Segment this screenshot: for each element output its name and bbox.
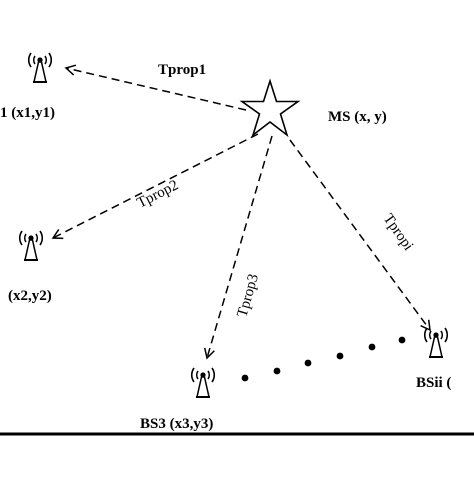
antenna-tower-icon <box>190 367 216 398</box>
antenna-tower-icon <box>27 52 53 83</box>
tpropi-arrow <box>289 139 431 332</box>
bs3-label: BS3 (x3,y3) <box>140 416 213 432</box>
tprop3-label: Tprop3 <box>234 272 262 319</box>
ellipsis-dots <box>241 336 406 382</box>
tprop1-arrow <box>64 64 247 111</box>
antenna-tower-icon <box>423 327 449 358</box>
tpropi-label: Tpropi <box>380 211 417 254</box>
ms-label: MS (x, y) <box>328 109 387 125</box>
bs1-label: 1 (x1,y1) <box>0 105 55 121</box>
tprop2-label: Tprop2 <box>135 177 182 211</box>
star-icon <box>239 78 301 138</box>
bsi-label: BSii ( <box>416 375 451 391</box>
tprop3-arrow <box>203 135 273 360</box>
antenna-tower-icon <box>18 230 44 261</box>
tprop1-label: Tprop1 <box>158 62 206 78</box>
bs2-label: (x2,y2) <box>8 288 52 304</box>
